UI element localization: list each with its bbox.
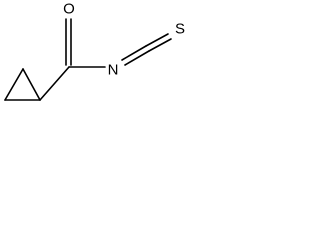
oxygen-atom-label: O — [63, 1, 75, 18]
carbon-sulfur-double-bond-b — [148, 38, 172, 52]
nitrogen-carbon-double-bond-a — [121, 45, 147, 61]
carbon-sulfur-double-bond-a — [145, 33, 169, 47]
sulfur-atom-label: S — [175, 21, 185, 38]
ring-bond-left-apex — [4, 68, 24, 101]
nitrogen-carbon-double-bond-b — [124, 50, 150, 66]
cyclopropanecarbonyl-isothiocyanate-structure: O N S — [4, 1, 185, 101]
nitrogen-atom-label: N — [108, 62, 119, 79]
ring-bond-right-apex — [22, 68, 41, 101]
ring-to-carbonyl-bond — [39, 66, 70, 101]
